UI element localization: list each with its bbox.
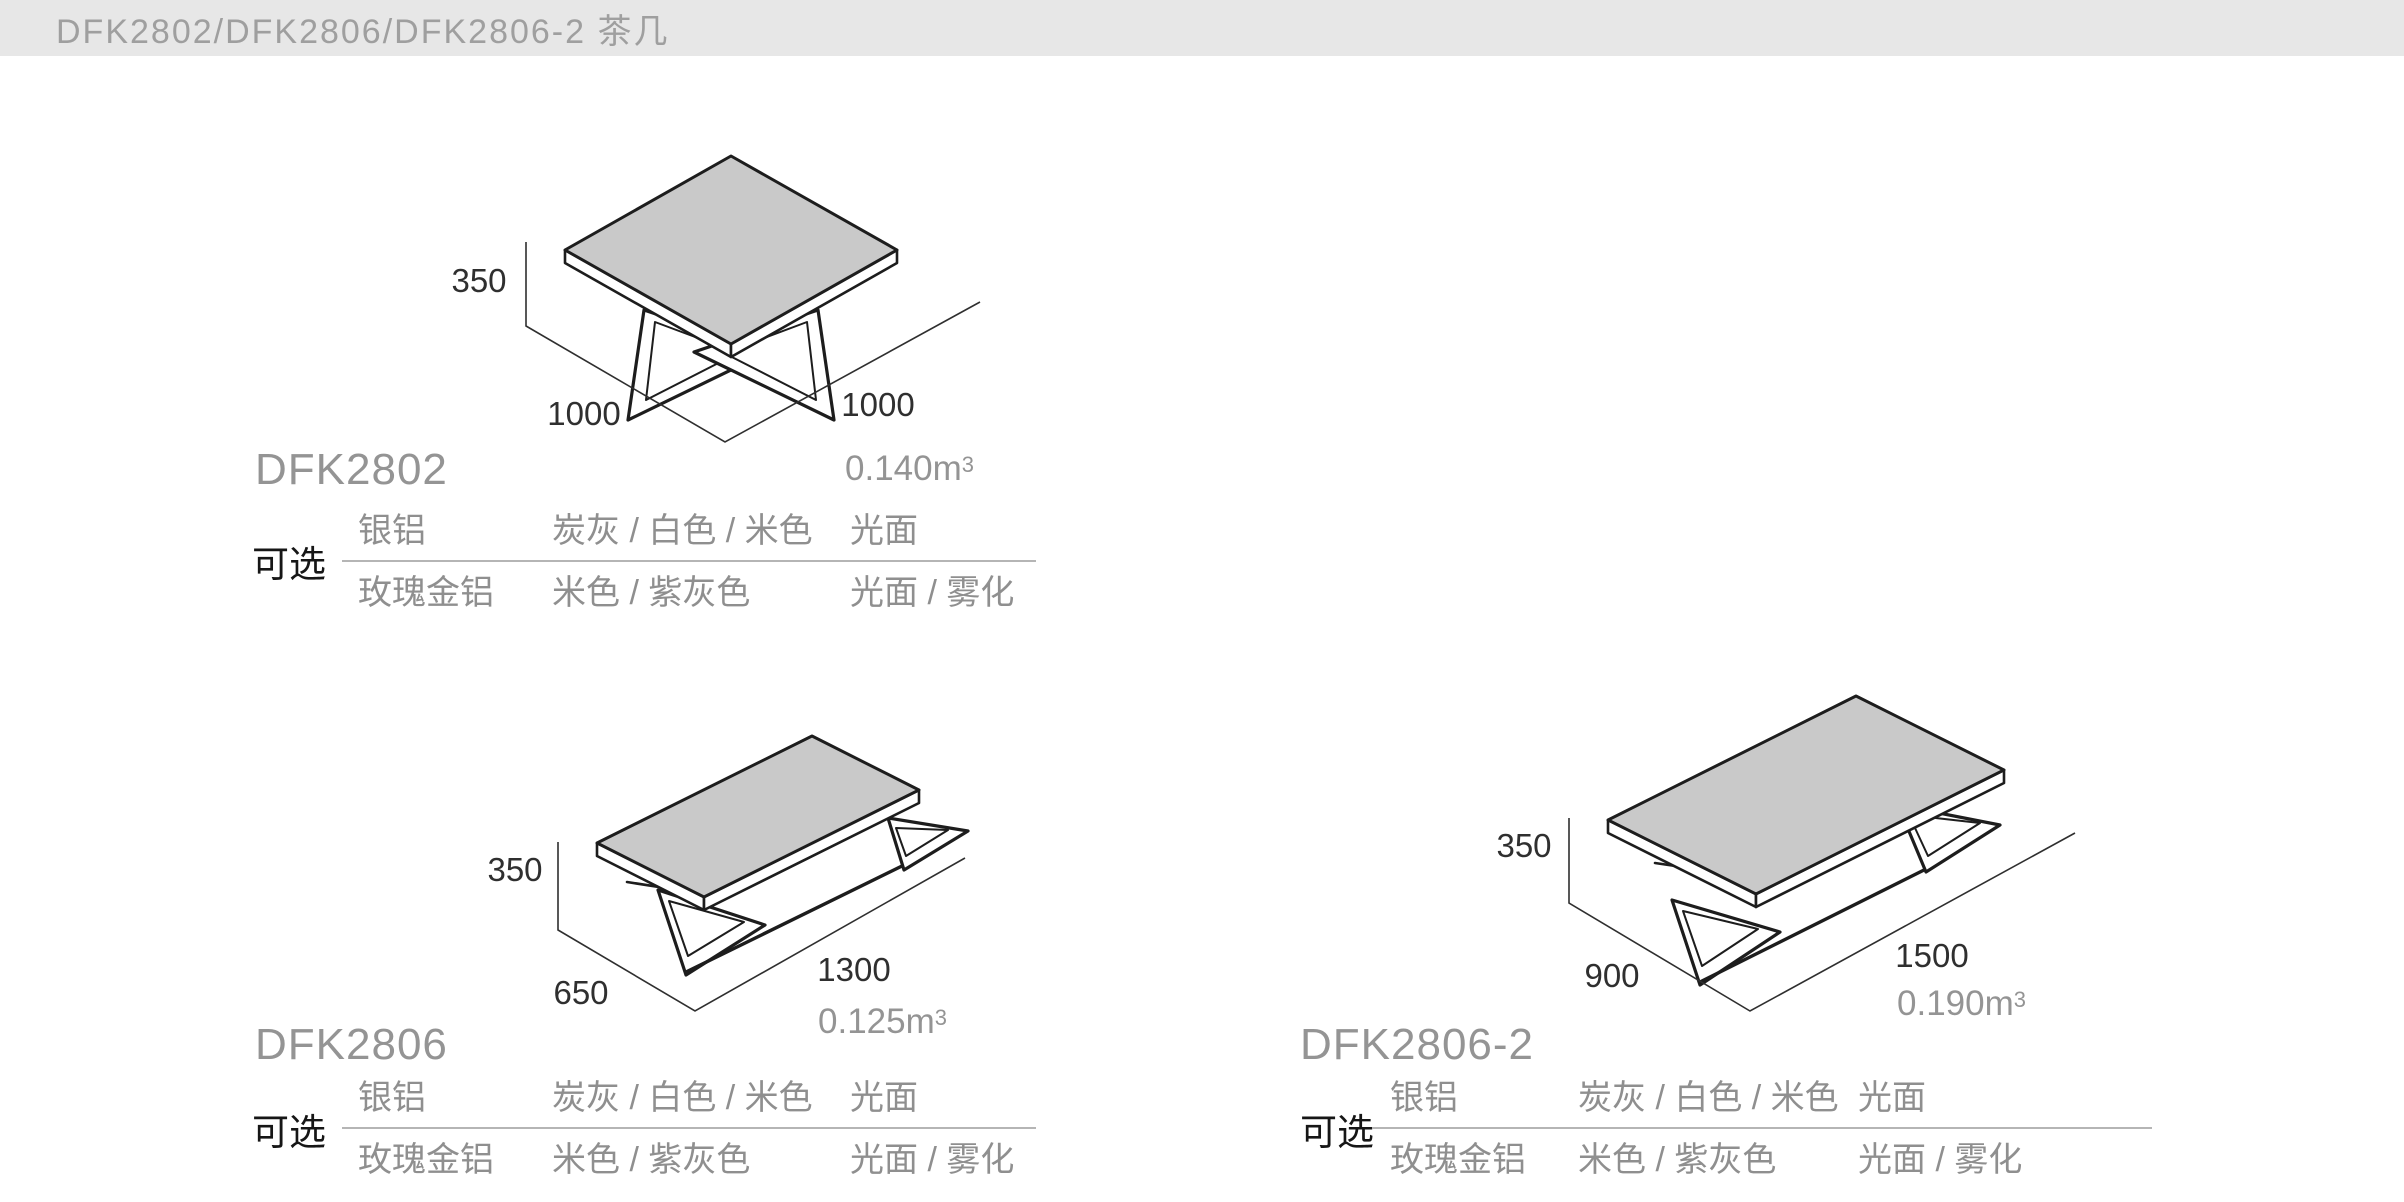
colors-cell: 炭灰 / 白色 / 米色	[552, 1079, 813, 1117]
row-divider	[342, 1127, 1036, 1129]
page-title: DFK2802/DFK2806/DFK2806-2 茶几	[56, 12, 670, 51]
dfk2802-drawing	[525, 154, 981, 443]
depth-dimension: 650	[553, 974, 609, 1011]
volume-exponent: 3	[961, 452, 974, 477]
material-cell: 银铝	[1390, 1079, 1458, 1117]
colors-cell: 米色 / 紫灰色	[1578, 1141, 1777, 1179]
finish-cell: 光面	[850, 512, 918, 550]
material-cell: 玫瑰金铝	[358, 574, 494, 612]
tabletop	[563, 154, 899, 346]
volume-value: 0.125m3	[818, 1004, 947, 1039]
volume-value: 0.190m3	[1897, 986, 2026, 1021]
finish-cell: 光面	[850, 1079, 918, 1117]
volume-exponent: 3	[2013, 987, 2026, 1012]
finish-cell: 光面 / 雾化	[1858, 1141, 2023, 1179]
finish-cell: 光面 / 雾化	[850, 1141, 1015, 1179]
options-label: 可选	[252, 544, 326, 585]
material-cell: 银铝	[358, 1079, 426, 1117]
finish-cell: 光面 / 雾化	[850, 574, 1015, 612]
product-code: DFK2802	[255, 445, 448, 494]
product-code: DFK2806	[255, 1020, 448, 1069]
height-dimension: 350	[487, 851, 543, 888]
colors-cell: 米色 / 紫灰色	[552, 1141, 751, 1179]
height-dimension: 350	[1496, 827, 1552, 864]
table-leg-left-inner	[1682, 910, 1759, 967]
options-label: 可选	[1300, 1112, 1374, 1153]
leg-runner	[684, 864, 904, 974]
volume-exponent: 3	[934, 1005, 947, 1030]
page-header: DFK2802/DFK2806/DFK2806-2 茶几	[0, 0, 2404, 56]
material-cell: 玫瑰金铝	[1390, 1141, 1526, 1179]
row-divider	[1372, 1127, 2152, 1129]
tabletop	[595, 734, 921, 899]
width-dimension: 1000	[841, 386, 915, 423]
tabletop	[1606, 694, 2006, 896]
width-dimension: 1300	[817, 951, 891, 988]
dimension-lines	[1568, 818, 2076, 1012]
depth-dimension: 1000	[547, 395, 621, 432]
table-leg-right-inner	[895, 827, 949, 857]
dimension-lines	[557, 842, 966, 1012]
options-label: 可选	[252, 1112, 326, 1153]
volume-value: 0.140m3	[845, 451, 974, 486]
depth-dimension: 900	[1584, 957, 1640, 994]
volume-number: 0.125m	[818, 1002, 935, 1041]
table-leg-left-inner	[668, 900, 745, 957]
colors-cell: 炭灰 / 白色 / 米色	[1578, 1079, 1839, 1117]
material-cell: 银铝	[358, 512, 426, 550]
volume-number: 0.140m	[845, 449, 962, 488]
finish-cell: 光面	[1858, 1079, 1926, 1117]
material-cell: 玫瑰金铝	[358, 1141, 494, 1179]
row-divider	[342, 560, 1036, 562]
dfk2806-drawing	[557, 734, 970, 1012]
height-dimension: 350	[451, 262, 507, 299]
colors-cell: 米色 / 紫灰色	[552, 574, 751, 612]
product-code: DFK2806-2	[1300, 1020, 1535, 1069]
volume-number: 0.190m	[1897, 984, 2014, 1023]
table-leg-right-inner	[1908, 814, 1981, 857]
leg-runner	[1698, 868, 1926, 984]
dimension-lines	[525, 242, 981, 443]
colors-cell: 炭灰 / 白色 / 米色	[552, 512, 813, 550]
dfk2806-2-drawing	[1568, 694, 2076, 1012]
width-dimension: 1500	[1895, 937, 1969, 974]
